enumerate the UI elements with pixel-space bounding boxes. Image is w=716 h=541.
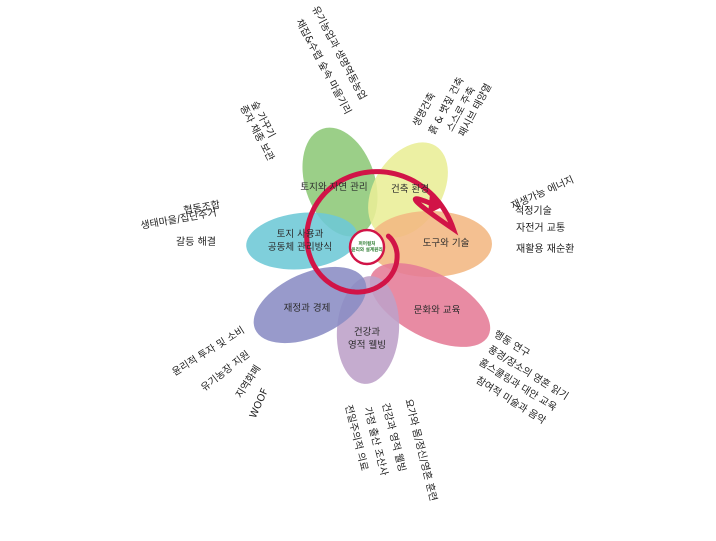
petal-label-land-nature: 토지와 자연 관리 bbox=[300, 181, 367, 193]
practice-label: 적정기술 bbox=[515, 207, 552, 217]
petal-label-building: 건축 환경 bbox=[391, 183, 429, 195]
center-circle bbox=[350, 230, 384, 264]
petal-label-finance: 재정과 경제 bbox=[284, 302, 331, 314]
petal-label-culture: 문화와 교육 bbox=[414, 304, 461, 316]
center-subtitle: 윤리와 설계원리 bbox=[351, 246, 382, 253]
practice-label: 재활용 재순환 bbox=[516, 245, 574, 255]
petal-label-tools: 도구와 기술 bbox=[423, 237, 470, 249]
practice-label: 자전거 교통 bbox=[516, 224, 565, 234]
practice-label: 갈등 해결 bbox=[176, 238, 216, 248]
center-title: 퍼머컬처 bbox=[359, 240, 376, 247]
